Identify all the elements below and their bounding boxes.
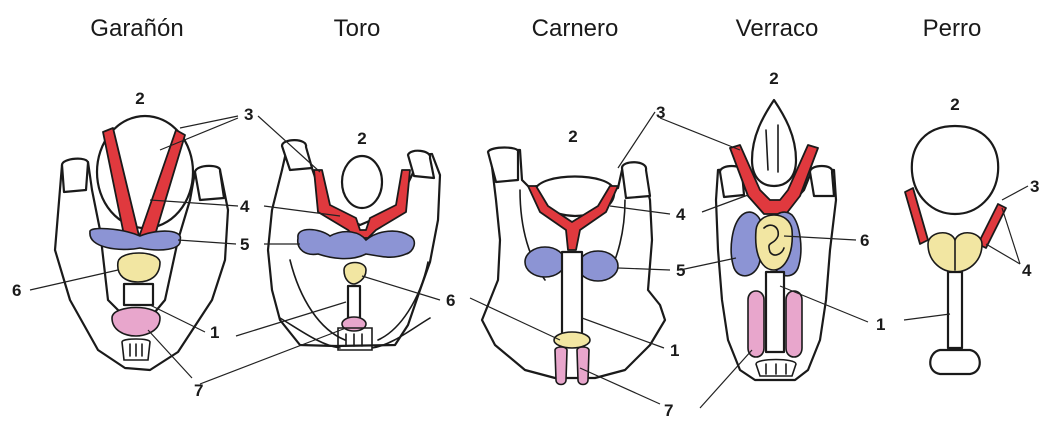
garanon-prostate-6: [118, 253, 160, 282]
title-verraco: Verraco: [736, 15, 819, 42]
label-5-garanon: 5: [240, 235, 249, 254]
figure-garanon: [55, 116, 228, 370]
label-2-toro: 2: [357, 129, 366, 148]
label-7-garanon: 7: [194, 381, 203, 400]
verraco-bladder: [752, 100, 796, 186]
figure-carnero: [482, 148, 665, 385]
label-2-perro: 2: [950, 95, 959, 114]
figure-verraco: [716, 100, 836, 380]
label-1-carnero: 1: [670, 341, 679, 360]
carnero-right-tube: [622, 162, 650, 198]
verraco-right-tube: [810, 166, 834, 196]
label-2-garanon: 2: [135, 89, 144, 108]
title-carnero: Carnero: [532, 15, 619, 42]
label-5-carnero: 5: [676, 261, 685, 280]
label-3-perro: 3: [1030, 177, 1039, 196]
label-6-garanon: 6: [12, 281, 21, 300]
label-3-carnero: 3: [656, 103, 665, 122]
label-1-garanon: 1: [210, 323, 219, 342]
title-perro: Perro: [923, 15, 982, 42]
perro-bulb: [930, 350, 980, 374]
toro-vesicle-5: [298, 230, 415, 259]
garanon-left-tube: [62, 159, 88, 192]
perro-urethra: [948, 272, 962, 348]
figure-perro: [905, 126, 1006, 374]
garanon-bulbourethral-7: [112, 308, 160, 337]
label-4-carnero: 4: [676, 205, 686, 224]
label-6-verraco: 6: [860, 231, 869, 250]
garanon-right-tube: [195, 166, 224, 200]
label-3-garanon: 3: [244, 105, 253, 124]
verraco-prostate-6: [756, 215, 793, 270]
label-7-carnero: 7: [664, 401, 673, 420]
carnero-vesicle-5-left: [525, 247, 565, 277]
toro-urethra: [348, 286, 360, 318]
toro-bladder: [342, 156, 382, 208]
garanon-urethra: [124, 284, 153, 305]
title-toro: Toro: [334, 15, 381, 42]
carnero-vesicle-5-right: [578, 251, 618, 281]
toro-bulbourethral-7: [342, 317, 366, 331]
label-4-garanon: 4: [240, 197, 250, 216]
carnero-urethra: [562, 252, 582, 334]
label-4-perro: 4: [1022, 261, 1032, 280]
label-6-toro: 6: [446, 291, 455, 310]
label-2-carnero: 2: [568, 127, 577, 146]
title-garanon: Garañón: [90, 15, 183, 42]
label-1-verraco: 1: [876, 315, 885, 334]
label-2-verraco: 2: [769, 69, 778, 88]
verraco-urethra: [766, 272, 784, 352]
perro-bladder: [912, 126, 998, 214]
